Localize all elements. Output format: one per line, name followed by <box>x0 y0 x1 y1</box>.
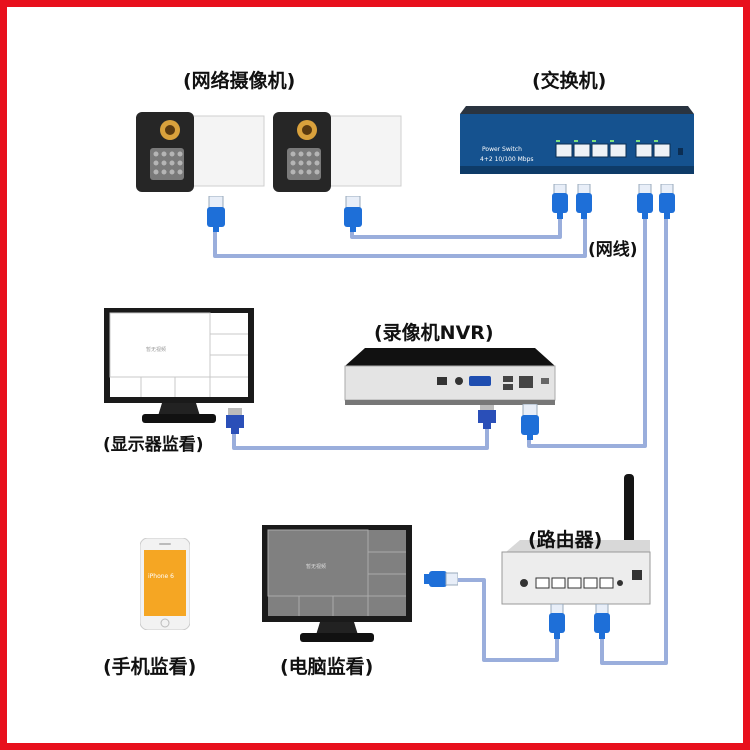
rj45-connector-pair-icon <box>637 184 675 219</box>
vga-connector-icon <box>478 403 496 429</box>
router <box>501 474 651 605</box>
cable-router-computer <box>450 578 559 662</box>
computer-monitor <box>262 525 412 642</box>
camera-label: (网络摄像机) <box>183 70 296 92</box>
vga-connector-icon <box>226 408 244 434</box>
cable-monitor-nvr <box>232 424 489 450</box>
router-label: (路由器) <box>528 529 603 551</box>
smartphone <box>140 538 190 630</box>
cable-camera1-switch <box>213 216 587 258</box>
phone-model-text: iPhone 6 <box>148 573 174 580</box>
ip-camera-1 <box>136 112 265 192</box>
switch-spec-text: 4+2 10/100 Mbps <box>480 156 534 163</box>
switch-brand-text: Power Switch <box>482 146 522 153</box>
cable-camera2-switch <box>350 216 562 239</box>
rj45-connector-pair-icon <box>549 604 610 639</box>
rj45-connector-icon <box>344 196 362 232</box>
monitor <box>104 308 254 423</box>
monitor-label: (显示器监看) <box>103 435 204 455</box>
switch-label: (交换机) <box>532 70 607 92</box>
cable-switch-router <box>600 218 668 665</box>
ip-camera-2 <box>273 112 402 192</box>
computer-label: (电脑监看) <box>280 656 374 678</box>
cable-switch-nvr <box>527 218 647 448</box>
computer-screen-placeholder: 暂无视频 <box>306 564 327 570</box>
rj45-connector-icon <box>207 196 225 232</box>
rj45-connector-icon <box>521 404 539 440</box>
network-cable-label: (网线) <box>588 240 638 260</box>
nvr-label: (录像机NVR) <box>374 322 494 344</box>
rj45-connector-pair-icon <box>552 184 592 219</box>
phone-label: (手机监看) <box>103 656 197 678</box>
nvr-recorder <box>344 348 556 405</box>
monitor-screen-placeholder: 暂无视频 <box>146 347 167 353</box>
rj45-connector-icon <box>424 571 458 587</box>
network-switch <box>460 106 694 174</box>
